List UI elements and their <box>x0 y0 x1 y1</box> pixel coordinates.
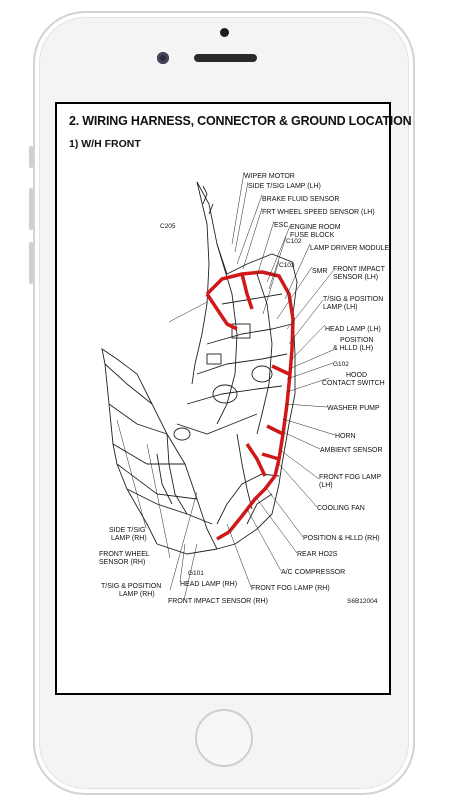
callout-side-tsig-rh-1: SIDE T/SIG <box>109 527 145 534</box>
volume-up-button[interactable] <box>29 188 33 230</box>
callout-engine-room-1: ENGINE ROOM <box>290 224 341 231</box>
callout-fog-rh: FRONT FOG LAMP (RH) <box>251 585 330 592</box>
callout-pos-hlld-rh: POSITION & HLLD (RH) <box>303 535 380 542</box>
callout-horn: HORN <box>335 433 356 440</box>
callout-smr: SMR <box>312 268 328 275</box>
vehicle-front-structure <box>101 181 298 555</box>
callout-c102: C102 <box>286 238 302 245</box>
front-camera-icon <box>157 52 169 64</box>
callout-fws-rh-1: FRONT WHEEL <box>99 551 150 558</box>
callout-head-rh: HEAD LAMP (RH) <box>180 581 237 588</box>
callout-tsig-rh-2: LAMP (RH) <box>119 591 155 598</box>
callout-rear-hos: REAR HO2S <box>297 551 338 558</box>
callout-fog-lh-1: FRONT FOG LAMP <box>319 474 381 481</box>
callout-frt-wheel-lh: FRT WHEEL SPEED SENSOR (LH) <box>262 209 375 216</box>
callout-ambient: AMBIENT SENSOR <box>320 447 383 454</box>
proximity-sensor <box>220 28 229 37</box>
callout-fic-rh: FRONT IMPACT SENSOR (RH) <box>168 598 268 605</box>
callout-tsig-lh-2: LAMP (LH) <box>323 304 358 311</box>
callout-g101: G101 <box>188 570 204 577</box>
callout-pos-hlld-lh-1: POSITION <box>340 337 373 344</box>
figure-code: S6B12004 <box>347 598 378 605</box>
callout-side-tsig-lh: SIDE T/SIG LAMP (LH) <box>248 183 321 190</box>
screen: 2. WIRING HARNESS, CONNECTOR & GROUND LO… <box>55 102 412 695</box>
volume-down-button[interactable] <box>29 242 33 284</box>
callout-g102: G102 <box>333 361 349 368</box>
mute-switch[interactable] <box>29 146 33 168</box>
harness-highlight <box>205 270 295 541</box>
callout-ac-comp: A/C COMPRESSOR <box>281 569 345 576</box>
callout-side-tsig-rh-2: LAMP (RH) <box>111 535 147 542</box>
earpiece-speaker <box>194 54 257 62</box>
home-button[interactable] <box>195 709 253 767</box>
callout-hood-2: CONTACT SWITCH <box>322 380 385 387</box>
callout-esc: ESC <box>274 222 288 229</box>
callout-cooling: COOLING FAN <box>317 505 365 512</box>
callout-c205: C205 <box>160 223 176 230</box>
callout-tsig-lh-1: T/SIG & POSITION <box>323 296 383 303</box>
callout-wiper-motor: WIPER MOTOR <box>244 173 295 180</box>
section-subtitle: 1) W/H FRONT <box>69 138 141 150</box>
callout-washer: WASHER PUMP <box>327 405 380 412</box>
callout-hood-1: HOOD <box>346 372 367 379</box>
callout-brake-fluid: BRAKE FLUID SENSOR <box>262 196 339 203</box>
callout-lamp-driver: LAMP DRIVER MODULE <box>310 245 390 252</box>
callout-c103: C103 <box>279 262 295 269</box>
callout-fic-lh-2: SENSOR (LH) <box>333 274 378 281</box>
callout-tsig-rh-1: T/SIG & POSITION <box>101 583 161 590</box>
callout-leaders <box>116 171 336 601</box>
callout-fws-rh-2: SENSOR (RH) <box>99 559 145 566</box>
callout-engine-room-2: FUSE BLOCK <box>290 232 335 239</box>
callout-fog-lh-2: (LH) <box>319 482 333 489</box>
page-title: 2. WIRING HARNESS, CONNECTOR & GROUND LO… <box>69 114 412 128</box>
callout-pos-hlld-lh-2: & HLLD (LH) <box>333 345 373 352</box>
callout-fic-lh-1: FRONT IMPACT <box>333 266 386 273</box>
wiring-diagram: WIPER MOTOR SIDE T/SIG LAMP (LH) BRAKE F… <box>99 171 390 605</box>
callout-head-lh: HEAD LAMP (LH) <box>325 326 381 333</box>
